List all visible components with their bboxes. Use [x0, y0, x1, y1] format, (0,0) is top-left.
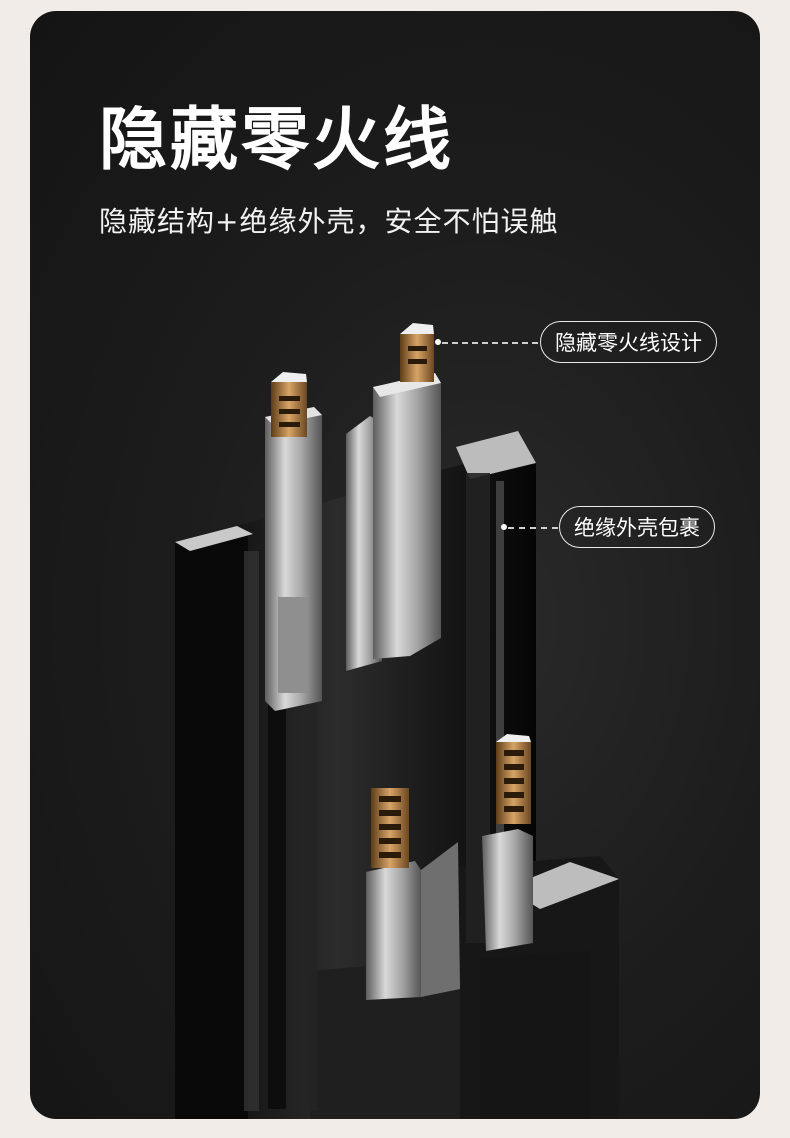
callout-anchor-dot: [501, 524, 507, 530]
page-title: 隐藏零火线: [99, 101, 455, 180]
track-profile-render: [175, 323, 619, 1119]
aluminum-rail-lower: [366, 829, 533, 1000]
product-feature-card: 隐藏零火线 隐藏结构+绝缘外壳，安全不怕误触 隐藏零火线设计 绝缘外壳包裹: [30, 11, 760, 1119]
callout-leader-line: [442, 342, 538, 344]
callout-insulated-housing: 绝缘外壳包裹: [559, 506, 715, 548]
aluminum-rail-left: [265, 407, 322, 711]
copper-contacts: [271, 323, 531, 868]
aluminum-rail-center: [346, 373, 441, 671]
page-subtitle: 隐藏结构+绝缘外壳，安全不怕误触: [99, 205, 559, 238]
callout-anchor-dot: [435, 339, 441, 345]
callout-hidden-wiring: 隐藏零火线设计: [540, 321, 717, 363]
callout-leader-line: [508, 527, 558, 529]
